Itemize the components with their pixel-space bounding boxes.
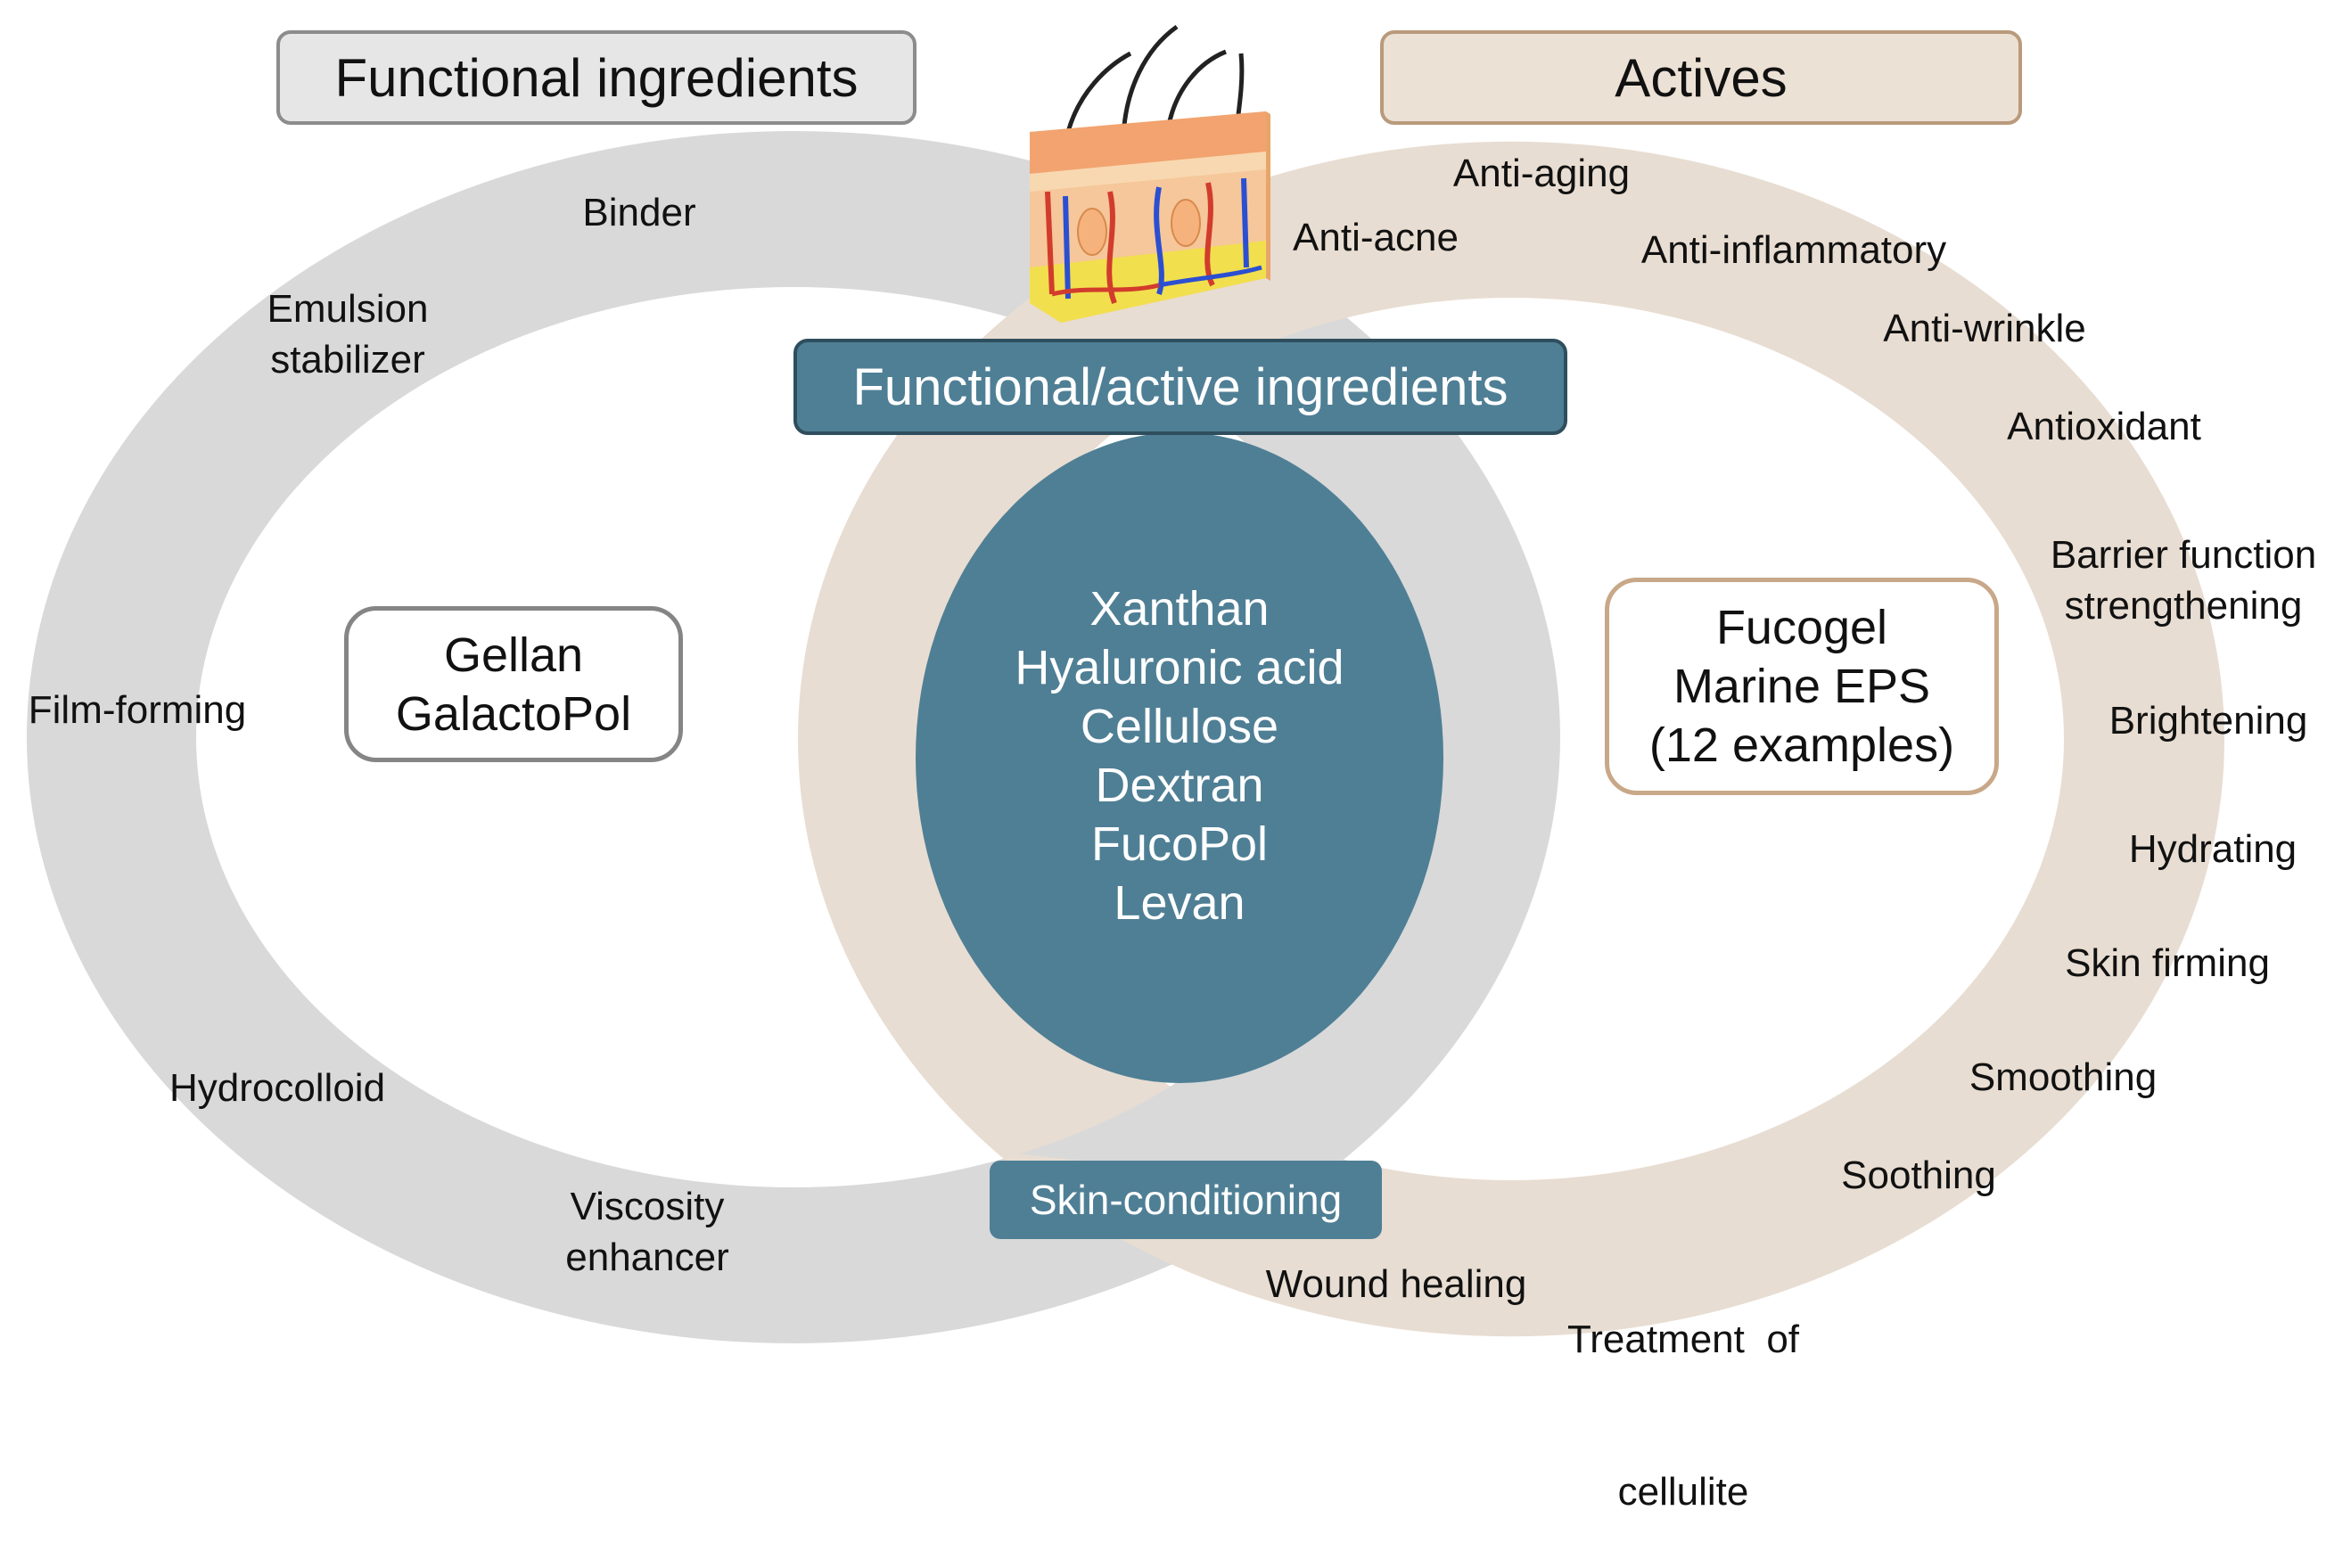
actives-header: Actives [1380, 30, 2022, 125]
functional-examples-box: Gellan GalactoPol [344, 606, 683, 762]
skin-conditioning-badge: Skin-conditioning [990, 1161, 1382, 1239]
center-header-title: Functional/active ingredients [852, 357, 1508, 416]
label-anti-wrinkle: Anti-wrinkle [1883, 307, 2086, 350]
label-anti-inflammatory: Anti-inflammatory [1640, 228, 1947, 272]
actives-examples-box: Fucogel Marine EPS (12 examples) [1605, 578, 1999, 795]
center-ingredient: FucoPol [1090, 817, 1269, 871]
center-ingredient: Hyaluronic acid [1015, 641, 1344, 694]
center-ingredient: Levan [1114, 876, 1245, 930]
center-ingredient: Xanthan [1089, 582, 1270, 636]
label-brightening: Brightening [2109, 699, 2308, 743]
skin-conditioning-label: Skin-conditioning [1029, 1177, 1343, 1223]
center-ingredient: Cellulose [1080, 700, 1279, 753]
actives-example: (12 examples) [1648, 718, 1955, 772]
label-barrier-function: Barrier function strengthening [2050, 533, 2317, 628]
functional-ingredients-title: Functional ingredients [334, 47, 859, 108]
label-wound-healing: Wound healing [1265, 1262, 1527, 1306]
actives-example: Marine EPS [1673, 660, 1931, 713]
label-emulsion-stabilizer: Emulsion stabilizer [267, 287, 429, 382]
label-film-forming: Film-forming [28, 688, 247, 732]
actives-example: Fucogel [1715, 601, 1888, 654]
center-ellipse [916, 432, 1443, 1083]
label-antioxidant: Antioxidant [2007, 405, 2201, 448]
label-smoothing: Smoothing [1969, 1055, 2158, 1099]
functional-example: Gellan [443, 628, 584, 682]
skin-cross-section-icon [1030, 24, 1270, 323]
center-ingredient-list: Xanthan Hyaluronic acid Cellulose Dextra… [1015, 579, 1344, 932]
label-treatment-of-cellulite: Treatment of cellulite [1566, 1318, 1800, 1514]
venn-diagram [27, 24, 2224, 1343]
label-anti-aging: Anti-aging [1452, 152, 1631, 195]
label-hydrocolloid: Hydrocolloid [169, 1066, 386, 1110]
center-ingredient: Dextran [1095, 759, 1264, 812]
label-skin-firming: Skin firming [2065, 941, 2270, 985]
functional-ingredients-header: Functional ingredients [276, 30, 917, 125]
label-hydrating: Hydrating [2128, 827, 2298, 871]
label-binder: Binder [582, 191, 696, 234]
center-header: Functional/active ingredients [793, 339, 1567, 435]
label-soothing: Soothing [1841, 1153, 1996, 1197]
actives-title: Actives [1615, 47, 1788, 108]
label-anti-acne: Anti-acne [1293, 216, 1459, 259]
functional-example: GalactoPol [395, 686, 632, 741]
label-viscosity-enhancer: Viscosity enhancer [565, 1185, 729, 1279]
